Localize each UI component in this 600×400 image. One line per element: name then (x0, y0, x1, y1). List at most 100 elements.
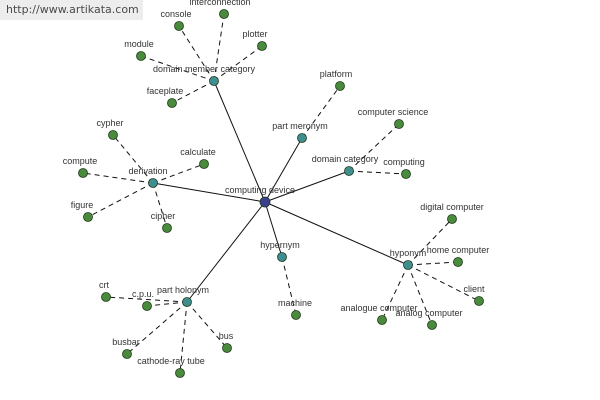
relation-label-domain-member-category: domain member category (153, 64, 256, 74)
leaf-node-calculate[interactable] (199, 159, 209, 169)
leaf-node-analogue-computer[interactable] (377, 315, 387, 325)
relation-node-derivation[interactable] (148, 178, 158, 188)
leaf-label-cathode-ray-tube: cathode-ray tube (137, 356, 205, 366)
leaf-node-cathode-ray-tube[interactable] (175, 368, 185, 378)
edge-part-meronym-platform (301, 85, 341, 139)
leaf-node-busbar[interactable] (122, 349, 132, 359)
edge-part-holonym-busbar (126, 301, 188, 355)
leaf-label-figure: figure (71, 200, 94, 210)
leaf-node-interconnection[interactable] (219, 9, 229, 19)
edge-derivation-calculate (152, 163, 205, 184)
graph-nodes (78, 9, 484, 378)
leaf-node-platform[interactable] (335, 81, 345, 91)
leaf-label-cypher: cypher (96, 118, 123, 128)
leaf-label-calculate: calculate (180, 147, 216, 157)
relation-node-part-meronym[interactable] (297, 133, 307, 143)
leaf-label-digital-computer: digital computer (420, 202, 484, 212)
graph-labels: interconnection console plotter module facep… (63, 0, 490, 366)
leaf-label-faceplate: faceplate (147, 86, 184, 96)
leaf-label-cipher: cipher (151, 211, 176, 221)
leaf-label-home-computer: home computer (427, 245, 490, 255)
relation-node-domain-member-category[interactable] (209, 76, 219, 86)
edge-derivation-figure (87, 182, 154, 218)
relation-node-hypernym[interactable] (277, 252, 287, 262)
leaf-node-figure[interactable] (83, 212, 93, 222)
leaf-label-bus: bus (219, 331, 234, 341)
relation-label-hyponym: hyponym (390, 248, 427, 258)
edge-part-holonym-crt (105, 296, 188, 303)
relation-label-domain-category: domain category (312, 154, 379, 164)
relation-label-part-meronym: part meronym (272, 121, 328, 131)
leaf-node-c-p-u[interactable] (142, 301, 152, 311)
edge-hyponym-client (407, 264, 480, 302)
edge-derivation-cypher (112, 134, 154, 184)
leaf-label-client: client (463, 284, 485, 294)
leaf-label-console: console (160, 9, 191, 19)
leaf-node-client[interactable] (474, 296, 484, 306)
edge-hyponym (264, 201, 409, 266)
edge-part-meronym (264, 137, 303, 203)
edge-domain-member-category-plotter (213, 45, 263, 82)
edge-part-holonym (186, 201, 266, 303)
leaf-node-computing[interactable] (401, 169, 411, 179)
leaf-node-cipher[interactable] (162, 223, 172, 233)
edge-domain-member-category-console (178, 25, 215, 82)
edge-derivation-compute (82, 172, 154, 184)
edge-hyponym-digital-computer (407, 218, 453, 266)
leaf-node-computer-science[interactable] (394, 119, 404, 129)
leaf-node-crt[interactable] (101, 292, 111, 302)
leaf-node-bus[interactable] (222, 343, 232, 353)
center-node-computing-device[interactable] (259, 196, 271, 208)
leaf-label-module: module (124, 39, 154, 49)
relation-label-hypernym: hypernym (260, 240, 300, 250)
leaf-node-analog-computer[interactable] (427, 320, 437, 330)
relation-node-domain-category[interactable] (344, 166, 354, 176)
graph-edges (82, 13, 480, 374)
watermark-url: http://www.artikata.com (0, 0, 143, 20)
edge-domain-category-computing (348, 170, 407, 175)
relation-node-part-holonym[interactable] (182, 297, 192, 307)
edge-domain-member-category (213, 80, 266, 203)
leaf-label-crt: crt (99, 280, 109, 290)
leaf-label-plotter: plotter (242, 29, 267, 39)
leaf-label-c-p-u: c.p.u. (132, 289, 154, 299)
edge-domain-member-category-faceplate (171, 80, 215, 104)
edge-part-holonym-cathode-ray-tube (179, 301, 188, 374)
edge-domain-category-computer-science (348, 123, 400, 172)
leaf-label-interconnection: interconnection (189, 0, 250, 7)
relation-label-part-holonym: part holonym (157, 285, 209, 295)
edge-hypernym-machine (281, 256, 297, 316)
leaf-label-compute: compute (63, 156, 98, 166)
leaf-node-plotter[interactable] (257, 41, 267, 51)
leaf-node-module[interactable] (136, 51, 146, 61)
leaf-node-compute[interactable] (78, 168, 88, 178)
edge-hypernym (264, 201, 283, 258)
leaf-node-cypher[interactable] (108, 130, 118, 140)
leaf-label-analogue-computer: analogue computer (340, 303, 417, 313)
edge-part-holonym-c-p-u (146, 301, 188, 307)
leaf-label-computing: computing (383, 157, 425, 167)
leaf-node-machine[interactable] (291, 310, 301, 320)
edge-derivation (152, 182, 266, 203)
edge-part-holonym-bus (186, 301, 228, 349)
leaf-node-console[interactable] (174, 21, 184, 31)
leaf-label-analog-computer: analog computer (395, 308, 462, 318)
edge-domain-member-category-module (140, 55, 215, 82)
leaf-label-computer-science: computer science (358, 107, 429, 117)
edge-domain-member-category-interconnection (213, 13, 225, 82)
leaf-node-home-computer[interactable] (453, 257, 463, 267)
edge-domain-category (264, 170, 350, 203)
relation-node-hyponym[interactable] (403, 260, 413, 270)
edge-derivation-cipher (152, 182, 168, 229)
leaf-node-digital-computer[interactable] (447, 214, 457, 224)
leaf-label-machine: machine (278, 298, 312, 308)
edge-hyponym-analogue-computer (381, 264, 409, 321)
leaf-label-busbar: busbar (112, 337, 140, 347)
edge-hyponym-analog-computer (407, 264, 433, 326)
relation-label-derivation: derivation (128, 166, 167, 176)
center-label-computing-device: computing device (225, 185, 295, 195)
edge-hyponym-home-computer (407, 261, 459, 266)
leaf-node-faceplate[interactable] (167, 98, 177, 108)
